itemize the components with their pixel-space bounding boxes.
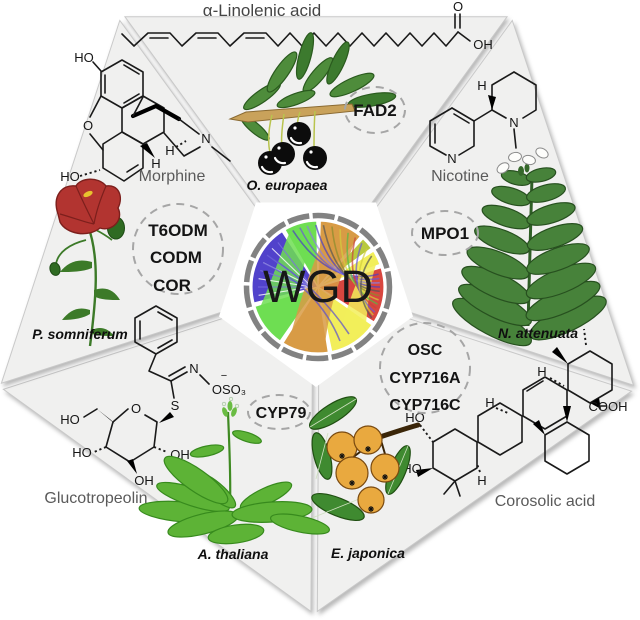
cyp79-badge [247, 394, 311, 430]
structure-corosolic-acid: HO HO H H H COOH [402, 328, 628, 497]
gene-badges: FAD2 MPO1 T6ODM CODM COR OSC CYP716A CYP… [132, 86, 479, 430]
atom-label: H [165, 143, 174, 158]
species-label-n-attenuata: N. attenuata [498, 325, 578, 341]
loquat-fruits [326, 425, 400, 514]
atom-label: HO [72, 445, 92, 460]
fad2-badge [344, 86, 406, 134]
atom-label: O [83, 118, 93, 133]
atom-label: O [131, 401, 141, 416]
atom-label: H [151, 156, 160, 171]
atom-label: N [201, 131, 210, 146]
compound-label-glucotropeolin: Glucotropeolin [44, 490, 147, 507]
atom-label: HO [60, 412, 80, 427]
gene-label-t6odm: T6ODM [148, 221, 208, 240]
tobacco-plant-illustration [452, 147, 607, 347]
species-label-a-thaliana: A. thaliana [197, 546, 269, 562]
arabidopsis-inflorescence [221, 396, 240, 417]
ribbon-orange [288, 225, 357, 350]
olives [258, 122, 327, 175]
tobacco-flowers [496, 147, 549, 174]
atom-label: H [477, 78, 486, 93]
ribbon-fan-to-red [292, 224, 381, 319]
olive-leaves [240, 32, 397, 141]
olive-twig [228, 103, 356, 123]
circos-outer-ring [243, 212, 393, 362]
compound-label-linolenic: α-Linolenic acid [203, 1, 322, 20]
osc-cyp716-badge [379, 322, 471, 414]
atom-label: OH [134, 473, 154, 488]
wgd-circos-plot: WGD [243, 212, 393, 362]
atom-label: COOH [589, 399, 628, 414]
atom-label: HO [405, 410, 425, 425]
poppy-flower [55, 178, 122, 235]
olive-branch-illustration [228, 32, 397, 175]
poppy-bud [49, 262, 61, 276]
arabidopsis-rosette [138, 430, 330, 545]
poppy-bud-stalk [55, 239, 87, 265]
atom-label: OH [473, 37, 493, 52]
structure-morphine: HO O N H H HO [60, 50, 231, 184]
gene-label-fad2: FAD2 [353, 101, 396, 120]
gene-label-codm: CODM [150, 248, 202, 267]
poppy-stem [86, 225, 97, 347]
atom-label: H [537, 364, 546, 379]
atom-label: H [477, 473, 486, 488]
structure-nicotine: N N H [429, 71, 537, 166]
poppy-center [83, 190, 93, 198]
atom-label: HO [74, 50, 94, 65]
compound-label-morphine: Morphine [139, 168, 206, 185]
ribbon-green [259, 225, 314, 336]
species-label-o-europaea: O. europaea [247, 177, 328, 193]
arabidopsis-illustration [138, 396, 330, 545]
atom-label: HO [60, 169, 80, 184]
compound-label-nicotine: Nicotine [431, 168, 489, 185]
poppy-pod-stalk [95, 229, 113, 241]
loquat-calyxes [339, 446, 388, 512]
gene-label-mpo1: MPO1 [421, 224, 469, 243]
loquat-illustration [309, 396, 421, 522]
species-label-p-somniferum: P. somniferum [32, 326, 127, 342]
loquat-twig [377, 422, 421, 440]
gene-label-cyp79: CYP79 [256, 405, 307, 422]
t6odm-codm-cor-badge [132, 203, 224, 295]
poppy-leaves [60, 260, 120, 336]
atom-label: N [447, 151, 456, 166]
poppy-petal-lines [59, 185, 107, 225]
gene-label-cor: COR [153, 276, 191, 295]
atom-label: N [509, 115, 518, 130]
mpo1-badge [411, 210, 479, 256]
atom-label: S [171, 398, 180, 413]
ribbon-yellow [335, 254, 376, 347]
compound-label-corosolic: Corosolic acid [495, 493, 595, 510]
poppy-illustration [49, 178, 125, 347]
atom-label: H [485, 395, 494, 410]
gene-label-cyp716c: CYP716C [389, 397, 461, 414]
ribbon-blue-rays [258, 242, 350, 342]
species-label-e-japonica: E. japonica [331, 545, 405, 561]
gene-label-cyp716a: CYP716A [389, 370, 461, 387]
atom-label: N [189, 361, 198, 376]
tobacco-leaves [452, 167, 607, 347]
atom-label: O [453, 0, 463, 14]
gene-label-osc: OSC [408, 342, 443, 359]
circos-ribbons [258, 224, 381, 350]
tobacco-flower-buds [518, 163, 530, 176]
atom-label: OSO₃ [212, 382, 246, 397]
atom-label: − [221, 370, 227, 382]
text-labels: α-Linolenic acid Morphine Nicotine Coros… [32, 1, 595, 562]
wgd-center-label: WGD [263, 261, 373, 312]
